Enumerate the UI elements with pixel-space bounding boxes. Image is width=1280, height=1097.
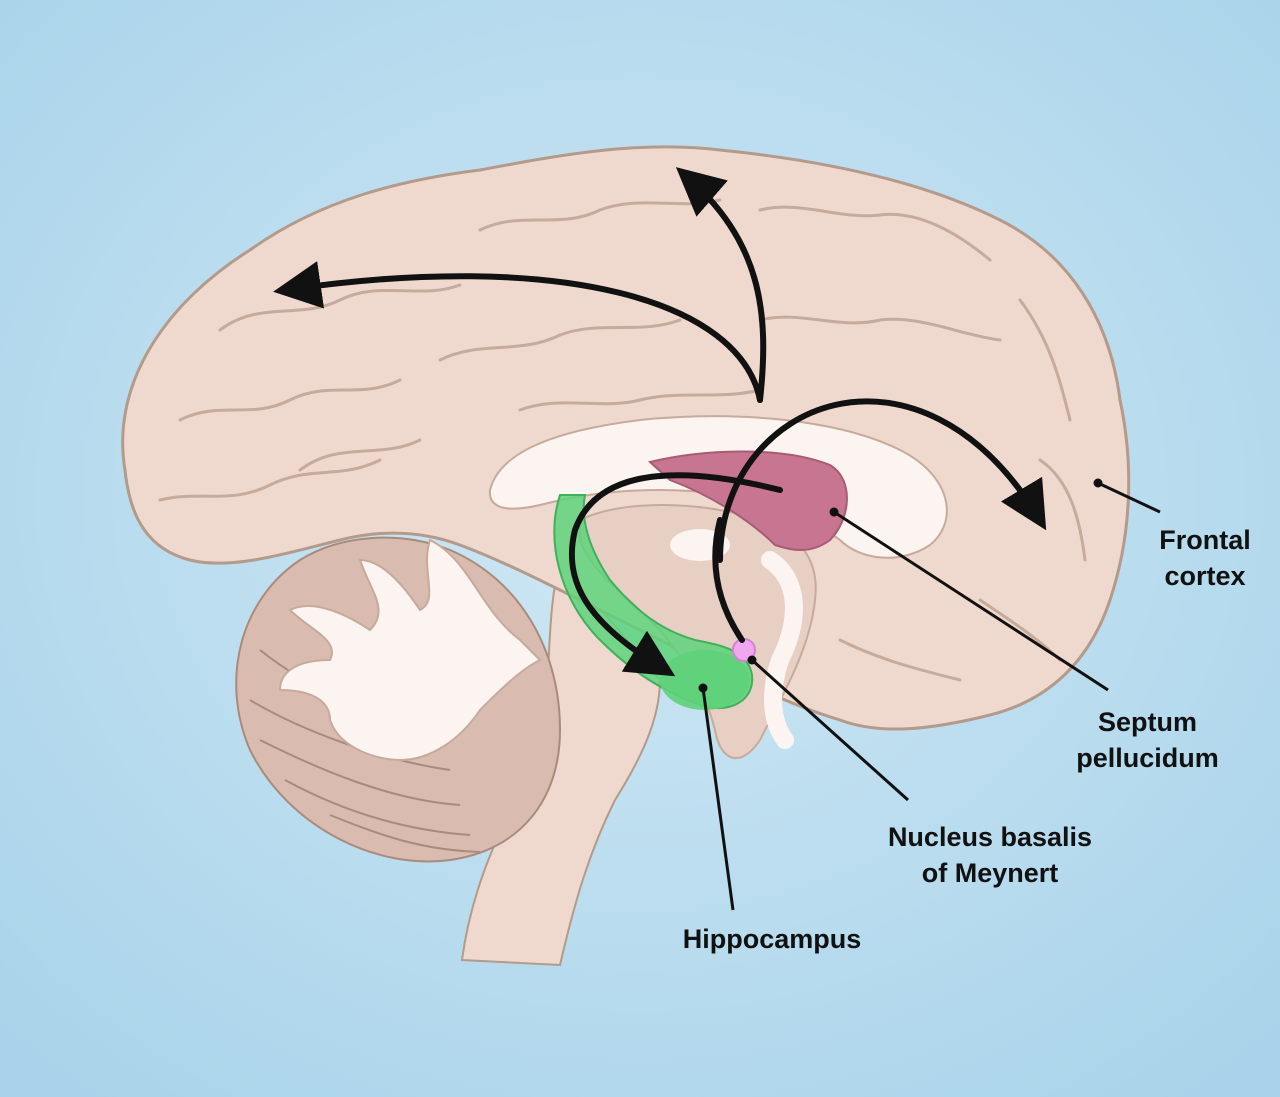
arrow-to-superior-cortex	[675, 167, 767, 403]
arrow-to-hippocampus	[568, 472, 783, 677]
hippocampus-head	[660, 650, 750, 710]
label-frontal-cortex-line2: cortex	[1164, 561, 1246, 591]
label-hippocampus: Hippocampus	[672, 921, 872, 957]
leader-septum-pellucidum	[833, 510, 1109, 692]
leader-nucleus-basalis	[750, 658, 910, 802]
label-nucleus-basalis: Nucleus basalis of Meynert	[880, 819, 1100, 891]
projection-arrows	[273, 167, 1047, 677]
arrow-to-frontal-cortex	[717, 398, 1047, 563]
gyri	[158, 198, 1087, 682]
leader-hippocampus	[701, 687, 735, 911]
label-hippocampus-line1: Hippocampus	[682, 924, 862, 954]
leader-frontal-cortex	[1097, 481, 1161, 514]
label-septum-pellucidum: Septum pellucidum	[1065, 704, 1230, 776]
leader-lines	[698, 478, 1161, 911]
label-nucleus-line2: of Meynert	[921, 858, 1059, 888]
arrow-to-posterior-cortex	[273, 261, 763, 403]
label-septum-line1: Septum	[1097, 707, 1197, 737]
fornix	[761, 551, 803, 749]
label-septum-line2: pellucidum	[1076, 743, 1219, 773]
arrow-stem	[712, 517, 745, 643]
arbor-vitae	[278, 538, 542, 762]
label-frontal-cortex-line1: Frontal	[1159, 525, 1251, 555]
label-nucleus-line1: Nucleus basalis	[887, 822, 1093, 852]
label-frontal-cortex: Frontal cortex	[1150, 522, 1260, 594]
